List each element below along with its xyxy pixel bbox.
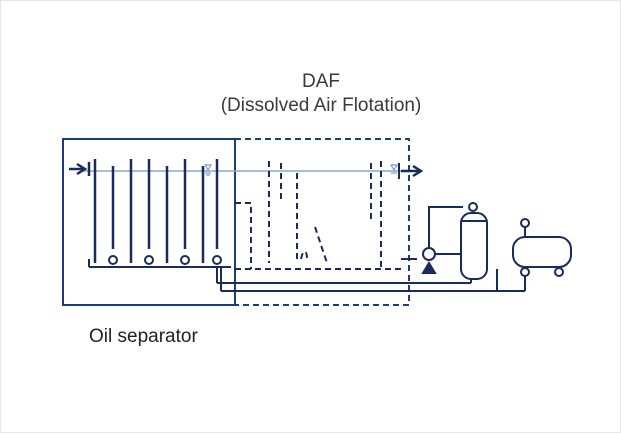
outlet-arrow-icon: [398, 163, 424, 179]
drain-valves: [108, 255, 222, 265]
daf-subtitle: (Dissolved Air Flotation): [220, 95, 422, 116]
oil-separator-baffles: [93, 159, 219, 263]
recycle-line: [401, 206, 463, 260]
air-compressor-icon: [512, 227, 572, 277]
daf-title: DAF: [302, 71, 340, 92]
collection-piping: [88, 259, 526, 292]
daf-box: [235, 138, 410, 306]
pressure-tank-icon: [460, 202, 488, 280]
oil-separator-label: Oil separator: [89, 326, 198, 347]
daf-baffles: [235, 161, 401, 270]
oil-separator-box: [62, 138, 236, 306]
inlet-arrow-icon: [69, 162, 91, 176]
pump-icon: [421, 247, 461, 274]
water-level-icon: [203, 164, 399, 176]
pressure-gauge-icon: [520, 218, 530, 228]
